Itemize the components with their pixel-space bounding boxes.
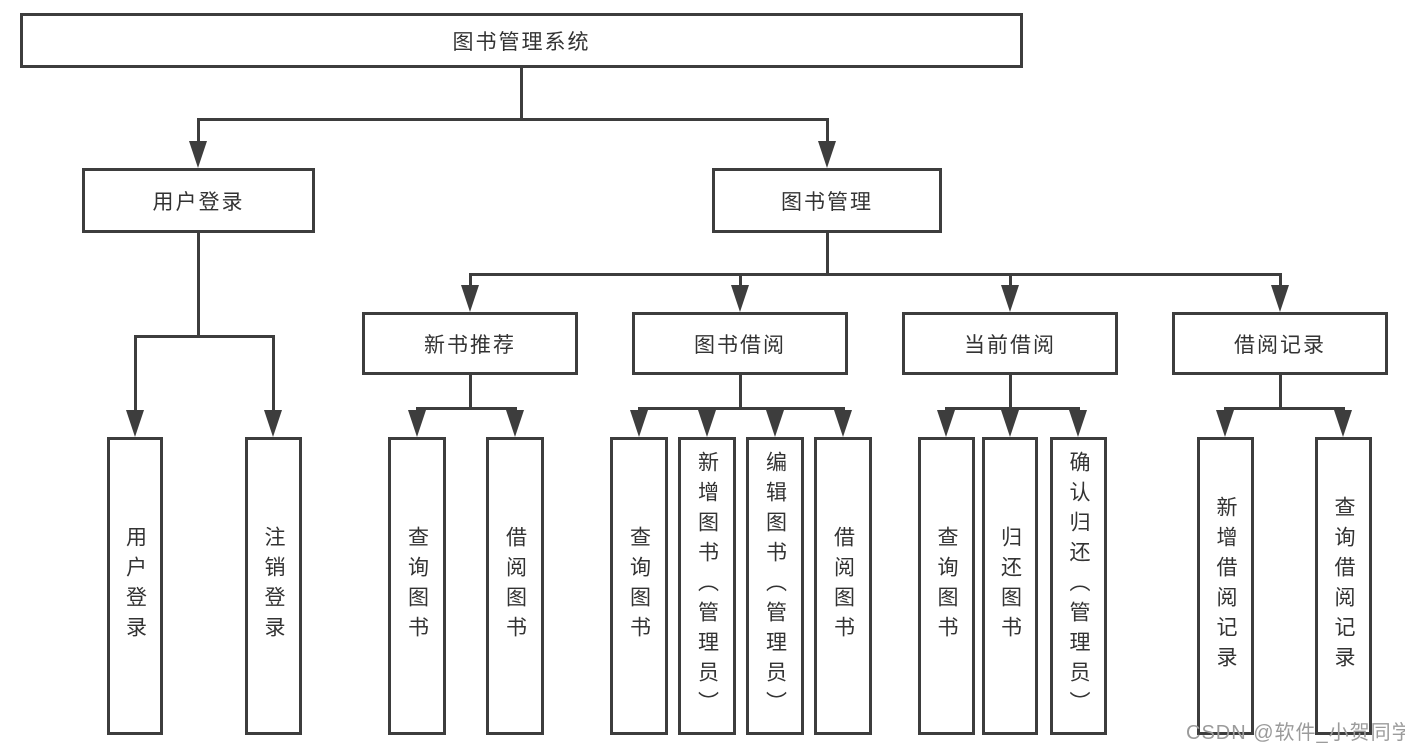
connector-stem — [1278, 375, 1282, 410]
connector-stem — [1076, 407, 1080, 412]
node-new-book-recommend: 新书推荐 — [362, 312, 578, 375]
arrow-down-icon — [630, 410, 648, 437]
leaf-user-login: 用户登录 — [107, 437, 163, 735]
connector-stem — [738, 375, 742, 410]
node-label: 借阅图书 — [831, 526, 855, 646]
arrow-down-icon — [1216, 410, 1234, 437]
leaf-add-borrow-record: 新增借阅记录 — [1197, 437, 1254, 735]
connector-stem — [944, 407, 948, 412]
connector-stem — [1278, 273, 1282, 287]
arrow-down-icon — [1001, 410, 1019, 437]
connector-stem — [468, 375, 472, 410]
connector-stem — [738, 273, 742, 287]
arrow-down-icon — [818, 141, 836, 168]
node-label: 新增图书（管理员） — [695, 451, 719, 721]
node-label: 借阅图书 — [503, 526, 527, 646]
connector-stem — [468, 273, 472, 287]
node-label: 查询图书 — [405, 526, 429, 646]
leaf-logout: 注销登录 — [245, 437, 302, 735]
node-label: 编辑图书（管理员） — [763, 451, 787, 721]
node-borrow-records: 借阅记录 — [1172, 312, 1388, 375]
arrow-down-icon — [937, 410, 955, 437]
connector-stem — [519, 68, 523, 121]
connector-stem — [196, 118, 200, 143]
connector-bus — [944, 407, 1080, 410]
connector-bus — [637, 407, 845, 410]
arrow-down-icon — [698, 410, 716, 437]
node-label: 归还图书 — [998, 526, 1022, 646]
arrow-down-icon — [1334, 410, 1352, 437]
arrow-down-icon — [408, 410, 426, 437]
node-label: 用户登录 — [152, 190, 245, 214]
arrow-down-icon — [766, 410, 784, 437]
connector-stem — [1341, 407, 1345, 412]
arrow-down-icon — [264, 410, 282, 437]
connector-stem — [513, 407, 517, 412]
node-label: 注销登录 — [262, 526, 285, 646]
leaf-query-borrow-record: 查询借阅记录 — [1315, 437, 1372, 735]
node-label: 确认归还（管理员） — [1067, 451, 1090, 721]
connector-stem — [1008, 375, 1012, 410]
connector-stem — [825, 233, 829, 276]
arrow-down-icon — [461, 285, 479, 312]
connector-stem — [1223, 407, 1227, 412]
csdn-watermark: CSDN @软件_小贺同学 — [1186, 722, 1405, 744]
connector-bus — [468, 273, 1282, 276]
connector-stem — [133, 335, 137, 412]
arrow-down-icon — [1271, 285, 1289, 312]
node-label: 图书借阅 — [694, 333, 786, 357]
node-user-login: 用户登录 — [82, 168, 315, 233]
leaf-add-books-admin: 新增图书（管理员） — [678, 437, 736, 735]
leaf-borrow-books: 借阅图书 — [814, 437, 872, 735]
connector-stem — [705, 407, 709, 412]
connector-bus — [1223, 407, 1345, 410]
connector-bus — [133, 335, 275, 338]
connector-bus — [196, 118, 829, 121]
node-label: 图书管理 — [781, 190, 873, 214]
node-library-management-system: 图书管理系统 — [20, 13, 1023, 68]
node-label: 用户登录 — [123, 526, 147, 646]
node-label: 借阅记录 — [1234, 333, 1326, 357]
arrow-down-icon — [189, 141, 207, 168]
connector-stem — [1008, 407, 1012, 412]
node-book-borrowing: 图书借阅 — [632, 312, 848, 375]
node-label: 新书推荐 — [424, 333, 516, 357]
node-label: 查询图书 — [935, 526, 958, 646]
connector-stem — [825, 118, 829, 143]
connector-stem — [196, 233, 200, 338]
leaf-edit-books-admin: 编辑图书（管理员） — [746, 437, 804, 735]
node-label: 图书管理系统 — [452, 30, 591, 54]
arrow-down-icon — [506, 410, 524, 437]
leaf-query-books-borrowing: 查询图书 — [610, 437, 668, 735]
leaf-return-books: 归还图书 — [982, 437, 1038, 735]
connector-bus — [415, 407, 517, 410]
leaf-query-books-recommend: 查询图书 — [388, 437, 446, 735]
arrow-down-icon — [1069, 410, 1087, 437]
arrow-down-icon — [1001, 285, 1019, 312]
arrow-down-icon — [731, 285, 749, 312]
leaf-confirm-return-admin: 确认归还（管理员） — [1050, 437, 1107, 735]
node-label: 查询图书 — [627, 526, 651, 646]
node-label: 查询借阅记录 — [1332, 496, 1355, 676]
connector-stem — [271, 335, 275, 412]
arrow-down-icon — [126, 410, 144, 437]
node-label: 新增借阅记录 — [1214, 496, 1237, 676]
leaf-query-books-current: 查询图书 — [918, 437, 975, 735]
node-label: 当前借阅 — [964, 333, 1056, 357]
connector-stem — [773, 407, 777, 412]
connector-stem — [841, 407, 845, 412]
arrow-down-icon — [834, 410, 852, 437]
leaf-borrow-books-recommend: 借阅图书 — [486, 437, 544, 735]
node-current-borrowing: 当前借阅 — [902, 312, 1118, 375]
connector-stem — [637, 407, 641, 412]
connector-stem — [1008, 273, 1012, 287]
connector-stem — [415, 407, 419, 412]
node-book-management: 图书管理 — [712, 168, 942, 233]
